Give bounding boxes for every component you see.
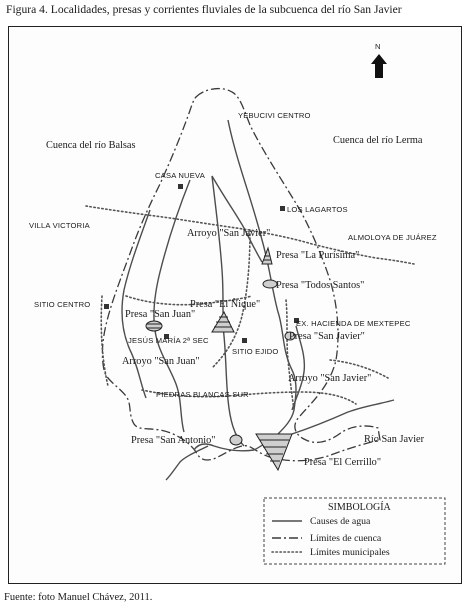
locality-sitio-ejido: SITIO EJIDO bbox=[232, 347, 279, 356]
dam-san-juan-symbol bbox=[145, 320, 163, 332]
dam-todos-santos-symbol bbox=[262, 279, 278, 289]
basin-boundary bbox=[101, 87, 381, 462]
casa-nueva-marker bbox=[178, 184, 183, 189]
label-presa-san-antonio: Presa "San Antonio" bbox=[131, 435, 216, 446]
label-presa-el-cerrillo: Presa "El Cerrillo" bbox=[304, 457, 381, 468]
locality-villa-victoria: VILLA VICTORIA bbox=[29, 221, 91, 230]
region-lerma: Cuenca del río Lerma bbox=[333, 135, 423, 146]
streams bbox=[121, 119, 395, 481]
legend-title: SIMBOLOGÍA bbox=[328, 501, 392, 513]
north-arrow-icon bbox=[371, 54, 387, 78]
jesus-maria-marker bbox=[164, 334, 169, 339]
los-lagartos-marker bbox=[280, 206, 285, 211]
label-arroyo-san-javier-south: Arroyo "San Javier" bbox=[288, 373, 371, 384]
map-frame bbox=[8, 26, 462, 584]
sitio-centro-marker bbox=[104, 304, 109, 309]
stream-central bbox=[211, 175, 245, 447]
locality-yebucivi: YEBUCIVI CENTRO bbox=[238, 111, 311, 120]
locality-los-lagartos: LOS LAGARTOS bbox=[287, 205, 348, 214]
locality-jesus-maria: JESÚS MARÍA 2ª SEC bbox=[128, 336, 209, 345]
label-rio-san-javier: Río San Javier bbox=[364, 434, 425, 445]
stream-branch bbox=[211, 175, 263, 263]
legend-item-causes: Causes de agua bbox=[310, 516, 371, 527]
stream-west2 bbox=[121, 209, 151, 399]
legend-item-cuenca: Límites de cuenca bbox=[310, 533, 382, 544]
municipal-boundaries bbox=[85, 205, 415, 411]
sitio-ejido-marker bbox=[242, 338, 247, 343]
locality-hacienda: EX. HACIENDA DE MEXTEPEC bbox=[296, 319, 411, 328]
dam-san-antonio-symbol bbox=[229, 434, 243, 446]
rio-san-javier-line bbox=[291, 399, 395, 435]
dam-san-javier-symbol bbox=[284, 331, 296, 341]
label-presa-todos-santos: Presa "Todos Santos" bbox=[276, 280, 364, 291]
label-presa-la-purisima: Presa "La Purísima" bbox=[276, 250, 359, 261]
label-arroyo-san-juan: Arroyo "San Juan" bbox=[122, 356, 200, 367]
region-balsas: Cuenca del río Balsas bbox=[46, 140, 136, 151]
label-presa-san-javier: Presa "San Javier" bbox=[289, 331, 365, 342]
legend-box bbox=[263, 497, 446, 565]
settlements bbox=[104, 184, 299, 343]
figure-caption: Figura 4. Localidades, presas y corrient… bbox=[6, 3, 402, 16]
locality-casa-nueva: CASA NUEVA bbox=[155, 171, 206, 180]
label-presa-el-nique: Presa "El Ñique" bbox=[190, 298, 260, 310]
north-label: N bbox=[375, 42, 381, 51]
stream-lower bbox=[165, 445, 209, 481]
label-arroyo-san-javier-north: Arroyo "San Javier" bbox=[187, 228, 270, 239]
stream-east bbox=[291, 325, 306, 411]
label-presa-san-juan: Presa "San Juan" bbox=[125, 309, 195, 320]
locality-sitio-centro: SITIO CENTRO bbox=[34, 300, 90, 309]
north-arrow: N bbox=[371, 42, 387, 78]
locality-piedras-blancas: PIEDRAS BLANCAS SUR bbox=[156, 390, 249, 399]
legend-item-municipales: Límites municipales bbox=[310, 547, 390, 558]
hacienda-marker bbox=[294, 318, 299, 323]
stream-south bbox=[193, 443, 255, 452]
dam-el-cerrillo-symbol bbox=[255, 433, 293, 472]
locality-almoloya: ALMOLOYA DE JUÁREZ bbox=[348, 233, 437, 242]
figure-source: Fuente: foto Manuel Chávez, 2011. bbox=[4, 592, 153, 603]
dams bbox=[145, 246, 296, 472]
legend: SIMBOLOGÍA Causes de agua Límites de cue… bbox=[263, 497, 446, 565]
